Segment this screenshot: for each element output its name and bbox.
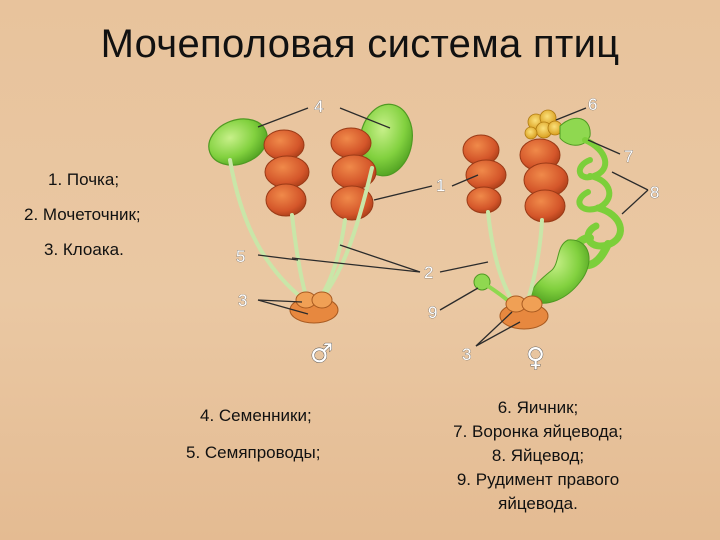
legend-item-rudiment-cont: яйцевода. xyxy=(498,494,578,513)
callout-4: 4 xyxy=(314,97,323,116)
female-symbol: ♀ xyxy=(526,343,545,373)
callout-1: 1 xyxy=(436,176,445,195)
testis-left xyxy=(208,118,268,166)
legend-item-infundibulum: 7. Воронка яйцевода; xyxy=(453,422,623,441)
leader-lines xyxy=(257,107,649,347)
legend-item-rudiment: 9. Рудимент правого xyxy=(456,470,620,489)
legend-item-ovary: 6. Яичник; xyxy=(497,398,579,417)
callout-2: 2 xyxy=(424,263,433,282)
callout-7: 7 xyxy=(624,147,633,166)
legend-item-ureter: 2. Мочеточник; xyxy=(24,205,141,224)
callout-9: 9 xyxy=(428,303,437,322)
female-system xyxy=(462,109,624,330)
callout-3-male: 3 xyxy=(238,291,247,310)
callout-6: 6 xyxy=(588,95,597,114)
male-symbol: ♂ xyxy=(310,339,333,369)
legend-item-oviduct: 8. Яйцевод; xyxy=(491,446,585,465)
callout-5: 5 xyxy=(236,247,245,266)
ovary xyxy=(524,109,563,140)
kidney-female-right xyxy=(519,138,569,223)
kidney-female-left xyxy=(462,134,507,214)
page-title: Мочеполовая система птиц xyxy=(100,22,620,66)
callout-3-female: 3 xyxy=(462,345,471,364)
legend-item-testes: 4. Семенники; xyxy=(200,406,312,425)
cloaca-male xyxy=(289,291,339,324)
female-ureters xyxy=(486,210,544,302)
cloaca-female xyxy=(499,295,549,330)
legend-item-vas-deferens: 5. Семяпроводы; xyxy=(186,443,321,462)
legend-item-kidney: 1. Почка; xyxy=(48,170,120,189)
male-system xyxy=(208,103,413,324)
legend-item-cloaca: 3. Клоака. xyxy=(44,240,124,259)
legend-female-block: 6. Яичник; 7. Воронка яйцевода; 8. Яйцев… xyxy=(428,396,648,516)
kidney-male-left xyxy=(263,129,310,217)
callout-8: 8 xyxy=(650,183,659,202)
